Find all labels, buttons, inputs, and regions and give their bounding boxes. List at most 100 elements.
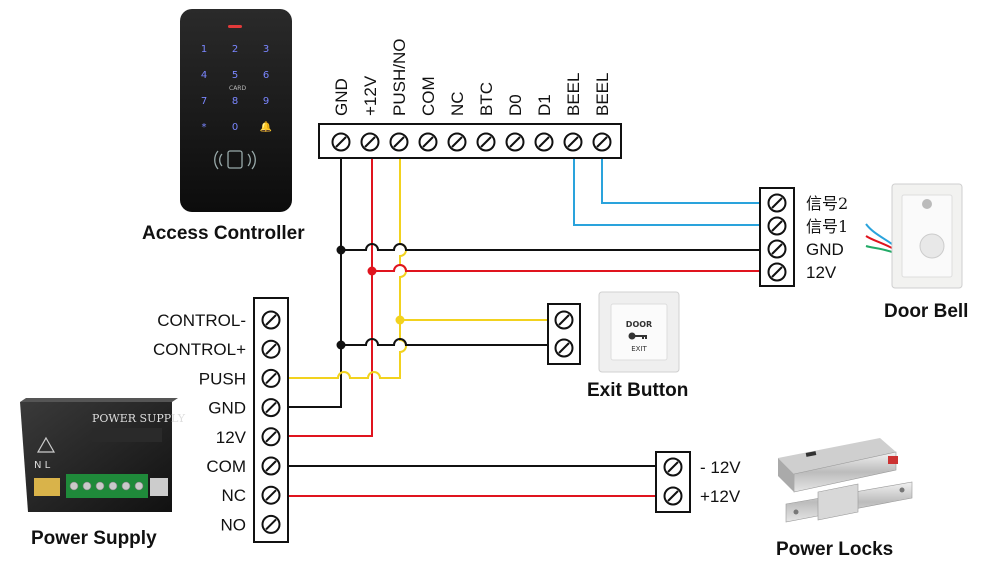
rfid-icon [214,150,256,170]
exit-button-title: Exit Button [587,380,688,401]
power-supply-terminal-label: 12V [216,428,247,447]
power-supply-box-label: POWER SUPPLY [92,412,186,425]
door-bell-terminal-screw [767,239,787,259]
power-supply-terminal-screw [261,368,281,388]
keypad-body [180,9,292,212]
power-supply-title: Power Supply [31,528,157,549]
black-wire-gnd-vertical [285,152,342,408]
door-bell-terminal-screw [767,262,787,282]
controller-terminal-label: D0 [506,94,525,116]
controller-terminal-label: NC [448,91,467,116]
power-locks-device [778,438,913,523]
keypad-key: 0 [232,122,238,133]
keypad-key: 7 [201,96,207,107]
power-supply-section: CONTROL- CONTROL+ PUSH GND 12V COM NC NO POWER … [20,297,289,549]
exit-button-terminals [554,310,574,358]
exit-button-section: DOOR EXIT Exit Button [547,291,688,401]
controller-terminal-screw [389,132,409,152]
power-supply-terminal-screw [261,310,281,330]
power-locks-title: Power Locks [776,539,893,560]
controller-terminal-label: PUSH/NO [390,39,409,116]
keypad-key: * [202,122,207,133]
exit-button-terminal-screw [554,310,574,330]
door-bell-terminal-screw [767,193,787,213]
power-supply-terminal-label: NO [221,515,247,534]
junction-yellow [395,315,405,325]
exit-button-device: DOOR EXIT [598,291,680,373]
door-bell-terminal-label: 信号2 [806,194,848,213]
power-locks-terminal-label: +12V [700,487,741,506]
power-supply-terminal-screw [261,427,281,447]
power-supply-terminal-strip [66,474,148,498]
power-supply-terminal-label: COM [206,457,246,476]
controller-terminal-screw [476,132,496,152]
door-bell-terminal-screw [767,216,787,236]
door-bell-terminal-label: 12V [806,263,837,282]
power-locks-labels: - 12V+12V [700,458,741,506]
controller-terminal-screw [447,132,467,152]
power-supply-terminal-label: CONTROL- [157,311,246,330]
power-supply-labels: CONTROL- CONTROL+ PUSH GND 12V COM NC NO [153,311,247,534]
red-wire-12v-bell [372,264,770,272]
black-wire-gnd-bell [341,243,770,251]
controller-terminal-screw [360,132,380,152]
junction-red [367,266,377,276]
controller-terminal-screw [418,132,438,152]
keypad-card-text: CARD [229,85,246,92]
keypad-key: 🔔 [260,121,272,133]
door-bell-button [919,233,945,259]
controller-terminal-label: D1 [535,94,554,116]
power-supply-terminal-label: NC [221,486,246,505]
controller-terminal-screw [505,132,525,152]
power-supply-side-label: N L [34,460,51,471]
door-bell-title: Door Bell [884,301,968,322]
wires [285,152,770,497]
exit-button-terminal-screw [554,338,574,358]
controller-terminal-label: BEEL [593,73,612,116]
warning-icon [36,436,56,453]
door-bell-terminal-label: GND [806,240,844,259]
power-supply-terminal-screw [261,514,281,534]
blue-wire-beel1 [573,152,770,226]
controller-terminal-label: +12V [361,75,380,116]
magnetic-lock [778,438,898,493]
controller-terminal-label: BTC [477,82,496,116]
keypad-key: 9 [263,96,269,107]
controller-terminal-label: GND [332,78,351,116]
red-wire-12v-vertical [285,152,373,437]
junction-black-1 [336,245,346,255]
exit-button-face-top: DOOR [626,320,652,329]
controller-terminal-screw [592,132,612,152]
junction-black-2 [336,340,346,350]
power-supply-terminal-label: PUSH [199,369,246,388]
keypad-key: 8 [232,96,238,107]
controller-terminal-screw [534,132,554,152]
controller-terminals [331,132,612,152]
controller-terminal-label: BEEL [564,73,583,116]
black-wire-exit [341,338,550,346]
power-locks-terminals [663,457,683,506]
door-bell-cable [865,223,893,245]
power-supply-terminal-screw [261,398,281,418]
power-supply-terminal-label: GND [208,399,246,418]
door-bell-terminals [767,193,787,282]
keypad-key: 6 [263,70,269,81]
door-bell-terminal-label: 信号1 [806,217,848,236]
blue-wire-beel2 [601,152,770,204]
keypad-led [228,25,242,28]
power-locks-section: - 12V+12V Power Locks [655,438,913,560]
controller-terminal-screw [563,132,583,152]
power-supply-terminal-screw [261,485,281,505]
keypad-key: 4 [201,70,207,81]
exit-button-face [610,303,668,361]
power-supply-terminal-label: CONTROL+ [153,340,246,359]
power-locks-terminal-screw [663,486,683,506]
keypad-key: 2 [232,44,238,55]
